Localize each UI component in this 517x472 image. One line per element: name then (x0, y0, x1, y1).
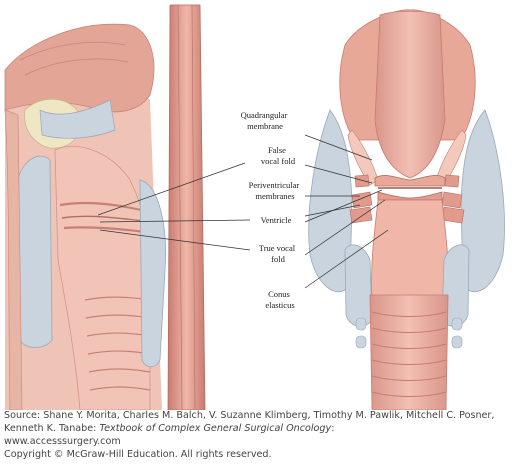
vocalis-muscle-right (441, 174, 465, 224)
ring-ends (355, 317, 463, 349)
source-credit: Source: Shane Y. Morita, Charles M. Balc… (4, 409, 514, 461)
true-vocal-fold-coronal (377, 191, 443, 201)
quadrangular-membrane-left (347, 129, 379, 186)
source-prefix: Source: Shane Y. Morita, Charles M. Balc… (4, 410, 495, 434)
epiglottis (4, 23, 155, 113)
coronal-view (308, 9, 505, 410)
leader-lines (97, 134, 389, 289)
airway-upper (374, 10, 446, 179)
tracheal-rings-coronal (371, 311, 447, 397)
larynx-illustration: Quadrangular membrane False vocal fold P… (4, 4, 505, 410)
cricoid-cartilage (139, 179, 166, 368)
thyroid-cartilage-right (460, 109, 505, 293)
book-title: Textbook of Complex General Surgical Onc… (99, 423, 332, 434)
label-ventricle: Ventricle (261, 215, 292, 225)
thyroid-cartilage (17, 155, 53, 348)
esophagus (167, 4, 206, 410)
label-false-vocal-fold: False vocal fold (261, 145, 296, 166)
copyright-notice: Copyright © McGraw-Hill Education. All r… (4, 449, 272, 460)
thyroid-cartilage-left (308, 109, 353, 293)
source-url[interactable]: www.accesssurgery.com (4, 436, 121, 447)
label-true-vocal-fold: True vocal fold (259, 243, 297, 264)
false-vocal-fold-coronal (374, 175, 446, 187)
label-quadrangular-membrane: Quadrangular membrane (241, 110, 290, 131)
source-suffix: : (331, 423, 335, 434)
trachea (369, 294, 449, 410)
conus-elasticus (371, 199, 449, 301)
sagittal-view (4, 4, 206, 410)
label-conus-elasticus: Conus elasticus (265, 289, 294, 310)
label-periventricular-membranes: Periventricular membranes (249, 180, 302, 201)
